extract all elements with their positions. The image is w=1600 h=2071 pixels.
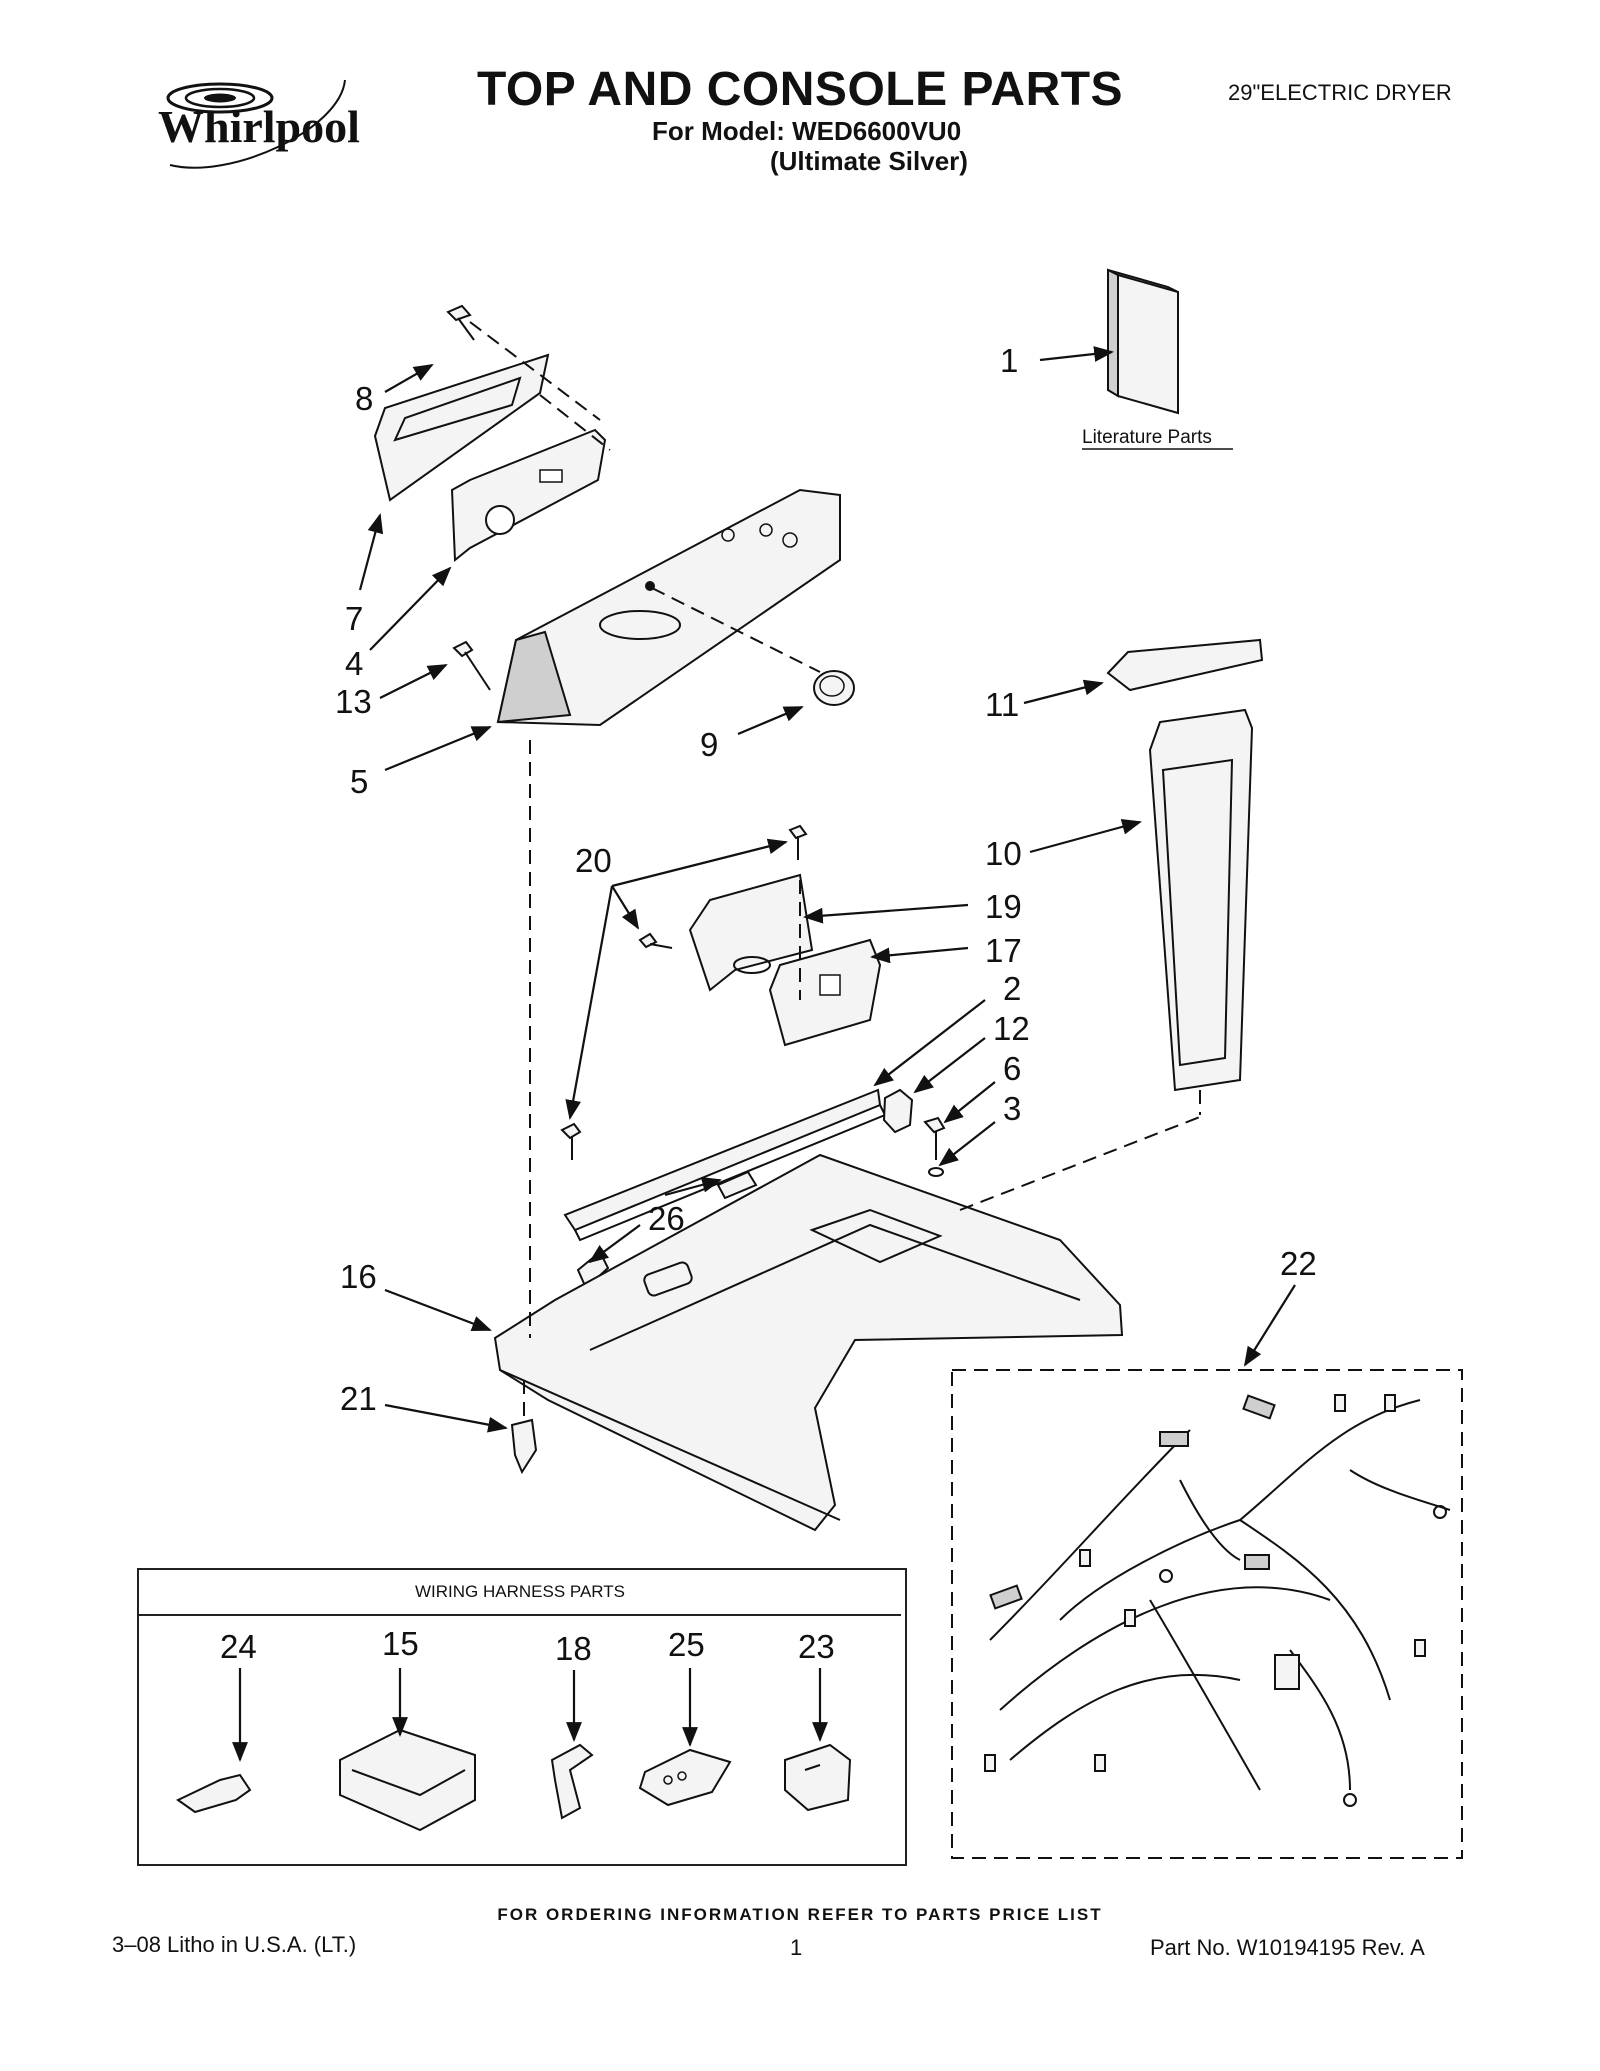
callout-2: 2 — [1003, 970, 1021, 1007]
dryer-top-panel-part — [493, 740, 1206, 1532]
svg-text:Whirlpool: Whirlpool — [158, 101, 360, 152]
console-housing-part — [452, 488, 841, 727]
callout-4: 4 — [345, 645, 363, 682]
control-board-assembly — [373, 304, 611, 563]
callout-26: 26 — [648, 1200, 685, 1237]
literature-book-part — [1107, 268, 1179, 415]
callout-5: 5 — [350, 763, 368, 800]
clip-part-18 — [550, 1743, 594, 1820]
clip-part — [510, 1380, 538, 1475]
wiring-harness-parts-box — [137, 1568, 907, 1866]
callout-20: 20 — [575, 842, 612, 879]
callout-12: 12 — [993, 1010, 1030, 1047]
page-number: 1 — [790, 1935, 803, 1960]
callout-9: 9 — [700, 726, 718, 763]
callout-13: 13 — [335, 683, 372, 720]
harness-item-24: 24 — [220, 1628, 257, 1665]
harness-item-25: 25 — [668, 1626, 705, 1663]
callout-22: 22 — [1280, 1245, 1317, 1282]
harness-item-23: 23 — [798, 1628, 835, 1665]
harness-item-18: 18 — [555, 1630, 592, 1667]
lint-screen-part — [1106, 638, 1264, 1115]
footer-litho: 3–08 Litho in U.S.A. (LT.) — [112, 1932, 357, 1957]
rail-and-hardware-part — [563, 1088, 946, 1290]
callout-19: 19 — [985, 888, 1022, 925]
color-line: (Ultimate Silver) — [770, 146, 968, 176]
callout-21: 21 — [340, 1380, 377, 1417]
terminal-part-24 — [176, 1773, 252, 1814]
control-knob-part — [813, 670, 855, 706]
callout-16: 16 — [340, 1258, 377, 1295]
connector-part-25 — [638, 1748, 732, 1807]
harness-item-15: 15 — [382, 1625, 419, 1662]
model-line: For Model: WED6600VU0 — [652, 116, 962, 146]
callout-6: 6 — [1003, 1050, 1021, 1087]
connector-part-23 — [784, 1743, 852, 1812]
callout-8: 8 — [355, 380, 373, 417]
callout-3: 3 — [1003, 1090, 1021, 1127]
literature-parts-label: Literature Parts — [1082, 427, 1212, 448]
callout-1: 1 — [1000, 342, 1018, 379]
bracket-and-electronics-part — [560, 824, 882, 1160]
callout-17: 17 — [985, 932, 1022, 969]
ordering-note: FOR ORDERING INFORMATION REFER TO PARTS … — [497, 1905, 1103, 1924]
wiring-harness-part — [951, 1369, 1463, 1859]
wiring-harness-parts-title: WIRING HARNESS PARTS — [139, 1570, 901, 1616]
callout-10: 10 — [985, 835, 1022, 872]
product-type: 29"ELECTRIC DRYER — [1228, 80, 1452, 105]
callout-11: 11 — [985, 686, 1019, 723]
whirlpool-logo: Whirlpool — [158, 79, 360, 169]
page-title: TOP AND CONSOLE PARTS — [476, 63, 1124, 116]
callout-7: 7 — [345, 600, 363, 637]
part-number: Part No. W10194195 Rev. A — [1150, 1935, 1425, 1960]
